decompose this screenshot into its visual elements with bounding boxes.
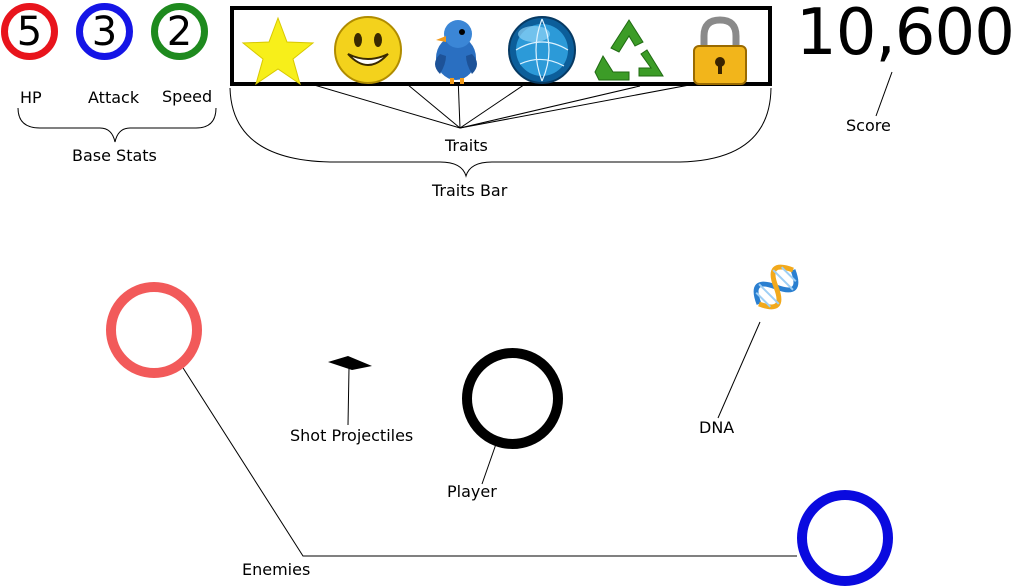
base-stats-label: Base Stats (72, 146, 157, 165)
lock-icon[interactable] (680, 14, 760, 86)
bird-icon[interactable] (416, 14, 496, 86)
speed-value: 2 (166, 8, 193, 55)
score-pointer (875, 71, 893, 117)
player-pointer (481, 443, 497, 485)
player-label: Player (447, 482, 497, 501)
dna-pointer (717, 321, 761, 419)
traits-bar-label: Traits Bar (432, 181, 508, 200)
score-label: Score (846, 116, 891, 135)
attack-stat-circle: 3 (76, 3, 133, 60)
speed-label: Speed (162, 87, 213, 106)
speed-stat-circle: 2 (151, 3, 208, 60)
base-stats-brace (17, 107, 217, 143)
player-circle (462, 348, 563, 449)
globe-icon[interactable] (502, 14, 582, 86)
enemy-blue-circle (797, 490, 893, 586)
enemies-connector (177, 359, 797, 557)
projectiles-label: Shot Projectiles (290, 426, 414, 445)
hp-label: HP (20, 88, 42, 107)
recycle-icon[interactable] (589, 14, 669, 86)
attack-value: 3 (91, 8, 118, 55)
star-icon[interactable] (238, 14, 318, 86)
score-value: 10,600 (796, 0, 1012, 70)
enemy-red-circle (106, 282, 202, 378)
smiley-icon[interactable] (328, 14, 408, 86)
hp-stat-circle: 5 (1, 3, 58, 60)
projectile-shape (328, 356, 372, 370)
attack-label: Attack (88, 88, 140, 107)
dna-icon (753, 264, 799, 310)
hp-value: 5 (16, 8, 43, 55)
enemies-label: Enemies (242, 560, 311, 579)
dna-label: DNA (699, 418, 735, 437)
traits-bar (230, 6, 772, 86)
traits-bar-brace (229, 87, 772, 178)
projectile-pointer (347, 367, 350, 426)
traits-label: Traits (445, 136, 488, 155)
